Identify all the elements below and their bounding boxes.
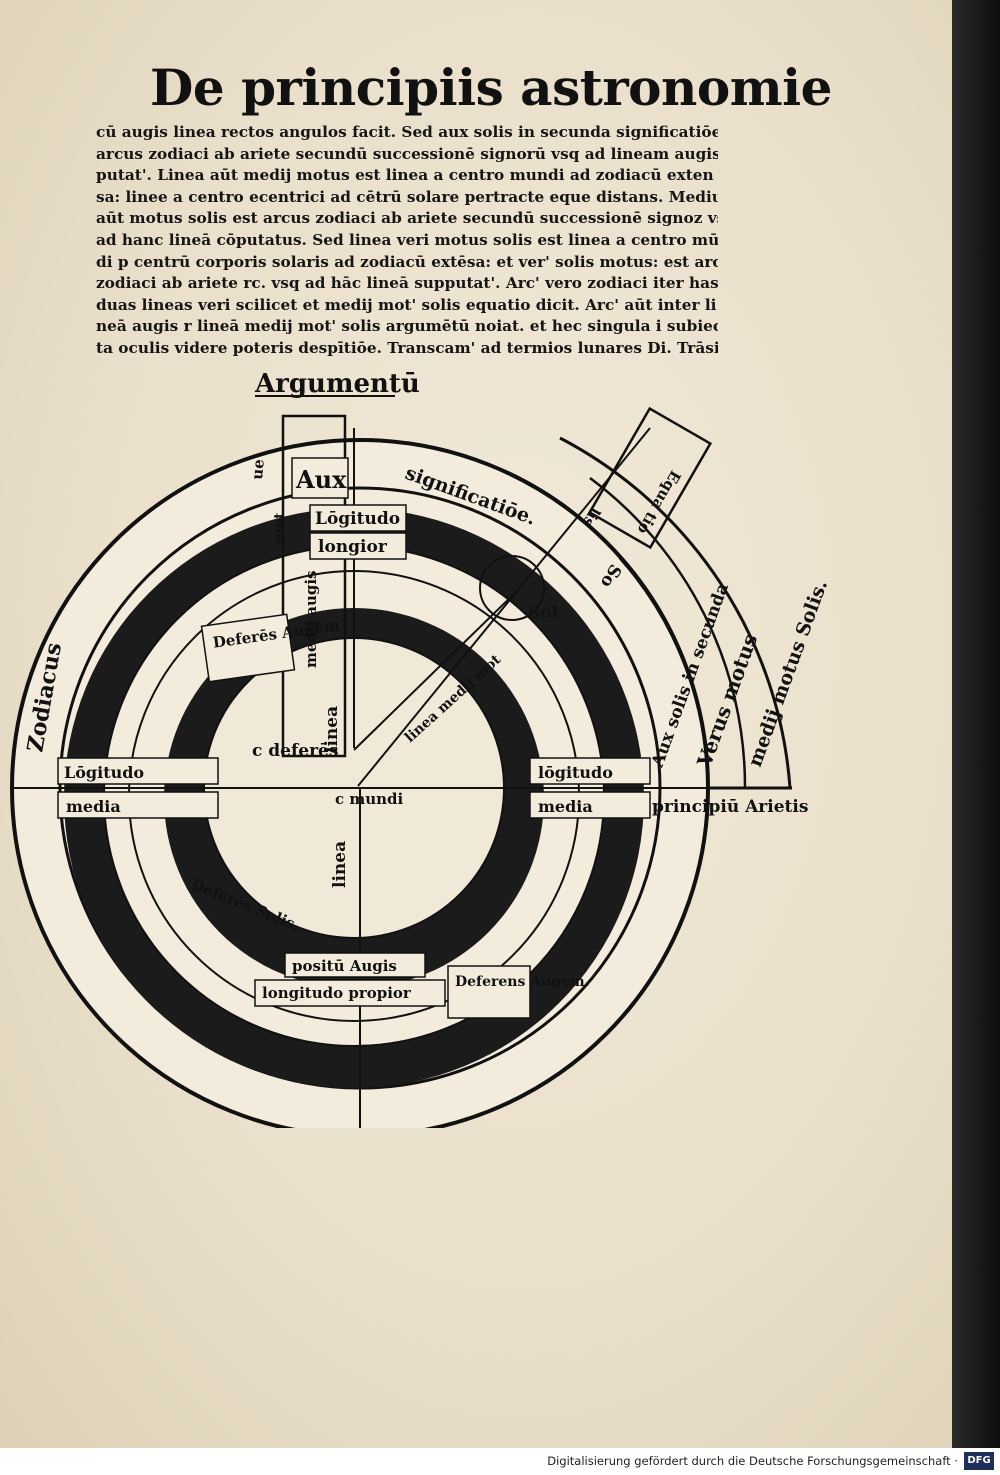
label-longitudo-propior: longitudo propior — [262, 984, 412, 1002]
label-argumentum: Argumentū — [254, 369, 420, 399]
label-media-left: media — [66, 797, 121, 816]
text-line: ta oculis videre poteris despītiōe. Tran… — [96, 338, 718, 357]
page-heading: De principiis astronomie — [150, 58, 832, 117]
label-centrum-mundi: c mundi — [335, 790, 404, 808]
dfg-logo: DFG — [964, 1452, 994, 1470]
text-line: ad hanc lineā cōputatus. Sed linea veri … — [96, 230, 718, 249]
label-principium-arietis: principiū Arietis — [652, 797, 808, 817]
solar-model-woodcut: Argumentū Aux significatiōe. Lōgitudo lo… — [10, 369, 832, 1128]
label-longitudo-right: lōgitudo — [538, 763, 613, 782]
label-linea-bottom: linea — [330, 841, 350, 888]
label-linea-top: linea — [322, 706, 342, 753]
book-page: De principiis astronomie cū augis linea … — [0, 0, 952, 1448]
equatio-box — [587, 406, 713, 550]
text-line: cū augis linea rectos angulos facit. Sed… — [96, 123, 718, 141]
label-longior: longior — [318, 537, 388, 557]
label-aux: Aux — [295, 465, 347, 494]
medius-motus-arc — [559, 436, 792, 789]
verus-motus-arc — [589, 476, 747, 789]
label-mot: mot — [272, 512, 288, 543]
sun-epicycle — [479, 555, 545, 621]
label-medii-augis: medij augis — [302, 570, 320, 668]
text-line: duas lineas veri scilicet et medij mot' … — [96, 295, 717, 314]
footer-credit: Digitalisierung gefördert durch die Deut… — [547, 1454, 958, 1468]
text-line: putat'. Linea aūt medij motus est linea … — [96, 166, 714, 185]
page-edge — [952, 0, 1000, 1448]
text-line: aūt motus solis est arcus zodiaci ab ari… — [96, 209, 718, 228]
argumentum-band — [281, 414, 347, 758]
label-medius-motus-solis: medij motus Solis. — [744, 577, 832, 770]
text-line: neā augis r lineā medij mot' solis argum… — [96, 317, 718, 336]
label-longitudo-left: Lōgitudo — [64, 763, 144, 782]
label-media-right: media — [538, 797, 593, 816]
label-centrum-deferens: c deferēs — [252, 741, 338, 761]
footer-bar: Digitalisierung gefördert durch die Deut… — [0, 1448, 1000, 1475]
label-sol: Sol — [528, 603, 559, 623]
label-ue: ue — [248, 458, 268, 480]
body-text: cū augis linea rectos angulos facit. Sed… — [96, 122, 718, 360]
text-line: di p centrū corporis solaris ad zodiacū … — [96, 252, 718, 271]
text-line: arcus zodiaci ab ariete secundū successi… — [96, 144, 718, 163]
label-longitudo-top: Lōgitudo — [315, 509, 400, 529]
text-line: sa: linee a centro ecentrici ad cētrū so… — [96, 187, 718, 206]
label-deferens-augem-bottom: Deferens Augem. — [455, 974, 590, 990]
linea-medii-motus — [353, 587, 521, 751]
linea-veri-motus — [357, 427, 651, 787]
text-line: zodiaci ab ariete rc. vsq ad hāc lineā s… — [96, 274, 718, 293]
label-positum-augis: positū Augis — [292, 957, 397, 975]
